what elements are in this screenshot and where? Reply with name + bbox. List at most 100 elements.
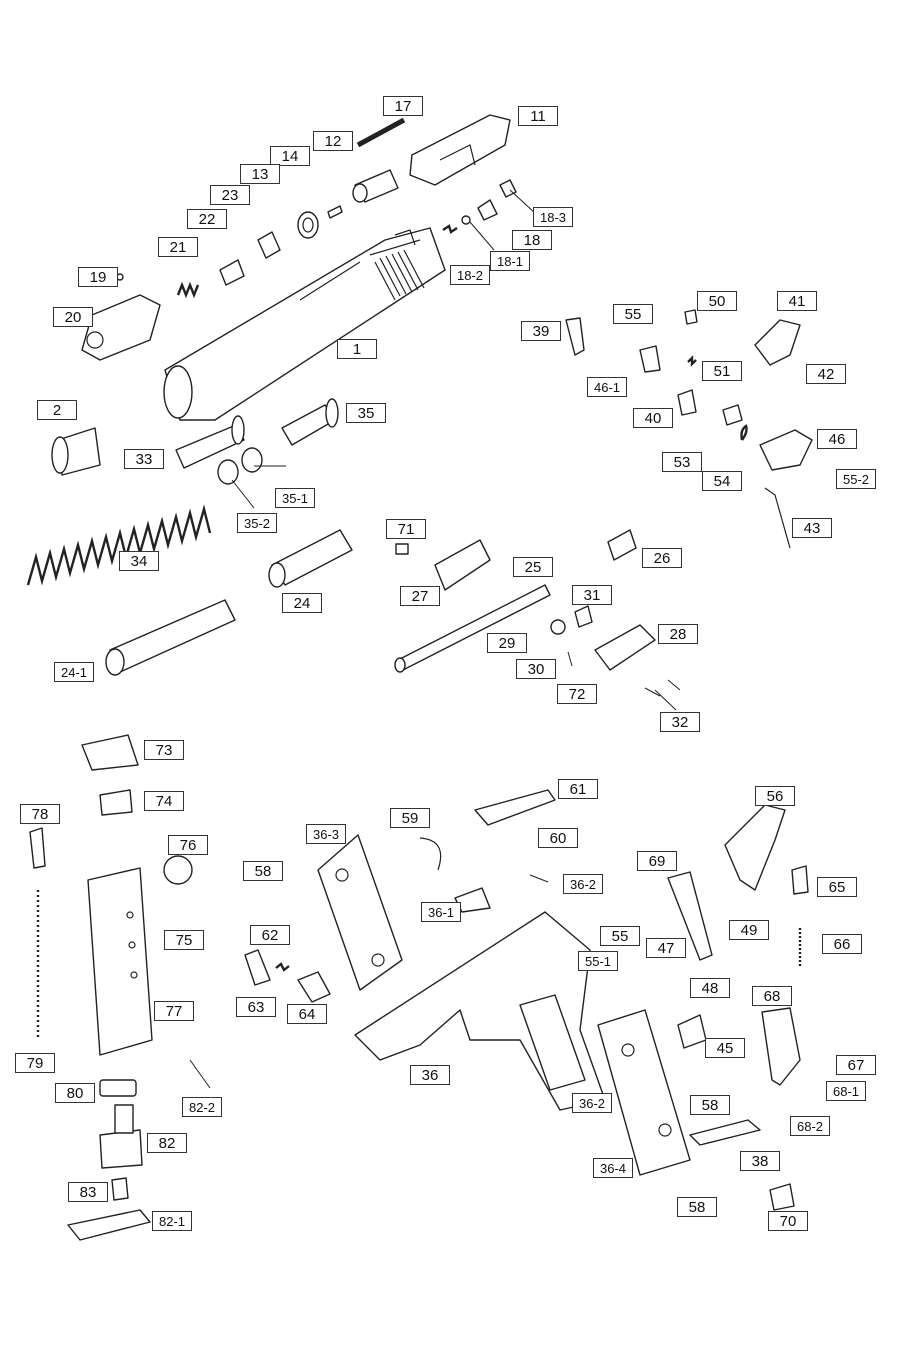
label-part-47: 47 bbox=[646, 938, 686, 958]
label-part-1: 1 bbox=[337, 339, 377, 359]
label-part-25: 25 bbox=[513, 557, 553, 577]
part-78 bbox=[29, 827, 46, 869]
part-39 bbox=[565, 317, 585, 356]
label-part-68-1: 68-1 bbox=[826, 1081, 866, 1101]
part-magazine-77 bbox=[87, 867, 153, 1056]
part-outer-barrel-24-1 bbox=[105, 599, 236, 676]
part-26 bbox=[607, 529, 637, 561]
label-part-46-1: 46-1 bbox=[587, 377, 627, 397]
label-part-18-3: 18-3 bbox=[533, 207, 573, 227]
leader-lines bbox=[189, 189, 677, 1089]
part-frame-36 bbox=[354, 911, 606, 1111]
label-part-33: 33 bbox=[124, 449, 164, 469]
part-82 bbox=[99, 1104, 143, 1169]
label-part-69: 69 bbox=[637, 851, 677, 871]
part-spring-34 bbox=[26, 504, 212, 586]
part-70 bbox=[769, 1183, 795, 1211]
label-part-41: 41 bbox=[777, 291, 817, 311]
label-part-55-1: 55-1 bbox=[578, 951, 618, 971]
part-27 bbox=[434, 539, 491, 591]
part-56 bbox=[724, 804, 786, 891]
label-part-54: 54 bbox=[702, 471, 742, 491]
label-part-68-2: 68-2 bbox=[790, 1116, 830, 1136]
label-part-68: 68 bbox=[752, 986, 792, 1006]
part-38 bbox=[689, 1119, 761, 1146]
label-part-65: 65 bbox=[817, 877, 857, 897]
label-part-38: 38 bbox=[740, 1151, 780, 1171]
label-part-23: 23 bbox=[210, 185, 250, 205]
part-22 bbox=[219, 259, 245, 286]
label-part-73: 73 bbox=[144, 740, 184, 760]
label-part-70: 70 bbox=[768, 1211, 808, 1231]
part-washers-35-1-35-2 bbox=[217, 447, 263, 485]
label-part-36-2-b: 36-2 bbox=[572, 1093, 612, 1113]
label-part-32: 32 bbox=[660, 712, 700, 732]
label-part-36-4: 36-4 bbox=[593, 1158, 633, 1178]
label-part-18-2: 18-2 bbox=[450, 265, 490, 285]
part-71 bbox=[395, 543, 409, 555]
label-part-71: 71 bbox=[386, 519, 426, 539]
label-part-46: 46 bbox=[817, 429, 857, 449]
label-part-80: 80 bbox=[55, 1083, 95, 1103]
part-46-1 bbox=[639, 345, 661, 373]
part-76 bbox=[163, 855, 193, 885]
label-part-19: 19 bbox=[78, 267, 118, 287]
label-part-31: 31 bbox=[572, 585, 612, 605]
label-part-55-mid: 55 bbox=[600, 926, 640, 946]
label-part-66: 66 bbox=[822, 934, 862, 954]
label-part-2: 2 bbox=[37, 400, 77, 420]
label-part-82-1: 82-1 bbox=[152, 1211, 192, 1231]
label-part-36-3: 36-3 bbox=[306, 824, 346, 844]
label-part-67: 67 bbox=[836, 1055, 876, 1075]
part-18-group bbox=[442, 179, 517, 234]
label-part-30: 30 bbox=[516, 659, 556, 679]
part-61 bbox=[474, 789, 556, 826]
label-part-45: 45 bbox=[705, 1038, 745, 1058]
label-part-27: 27 bbox=[400, 586, 440, 606]
label-part-49: 49 bbox=[729, 920, 769, 940]
label-part-13: 13 bbox=[240, 164, 280, 184]
label-part-34: 34 bbox=[119, 551, 159, 571]
part-screw-14 bbox=[327, 205, 343, 219]
label-part-21: 21 bbox=[158, 237, 198, 257]
label-part-58-c: 58 bbox=[677, 1197, 717, 1217]
label-part-18-1: 18-1 bbox=[490, 251, 530, 271]
part-bushing-2 bbox=[51, 427, 101, 476]
label-part-35-1: 35-1 bbox=[275, 488, 315, 508]
label-part-58-b: 58 bbox=[690, 1095, 730, 1115]
part-41 bbox=[754, 319, 801, 366]
label-part-62: 62 bbox=[250, 925, 290, 945]
part-upper-frame bbox=[409, 114, 511, 186]
part-slide bbox=[163, 227, 446, 421]
label-part-83: 83 bbox=[68, 1182, 108, 1202]
part-82-1 bbox=[67, 1209, 151, 1241]
label-part-82-2: 82-2 bbox=[182, 1097, 222, 1117]
label-part-59: 59 bbox=[390, 808, 430, 828]
label-part-74: 74 bbox=[144, 791, 184, 811]
part-screws-32-72 bbox=[567, 651, 681, 697]
part-65-66 bbox=[791, 865, 809, 968]
part-83 bbox=[111, 1177, 129, 1201]
label-part-39: 39 bbox=[521, 321, 561, 341]
label-part-20: 20 bbox=[53, 307, 93, 327]
label-part-55-top: 55 bbox=[613, 304, 653, 324]
label-part-72: 72 bbox=[557, 684, 597, 704]
part-rod-17 bbox=[356, 117, 406, 148]
part-30-31 bbox=[550, 605, 593, 635]
label-part-42: 42 bbox=[806, 364, 846, 384]
label-part-51: 51 bbox=[702, 361, 742, 381]
part-62-63-64 bbox=[244, 949, 331, 1003]
label-part-24-1: 24-1 bbox=[54, 662, 94, 682]
label-part-36-2-a: 36-2 bbox=[563, 874, 603, 894]
part-hop-20 bbox=[81, 294, 161, 361]
label-part-60: 60 bbox=[538, 828, 578, 848]
label-part-53: 53 bbox=[662, 452, 702, 472]
part-50-51-54 bbox=[684, 309, 748, 441]
label-part-58-a: 58 bbox=[243, 861, 283, 881]
part-40 bbox=[677, 389, 697, 416]
label-part-11: 11 bbox=[518, 106, 558, 126]
part-74 bbox=[99, 789, 133, 816]
part-80 bbox=[99, 1079, 137, 1097]
label-part-61: 61 bbox=[558, 779, 598, 799]
